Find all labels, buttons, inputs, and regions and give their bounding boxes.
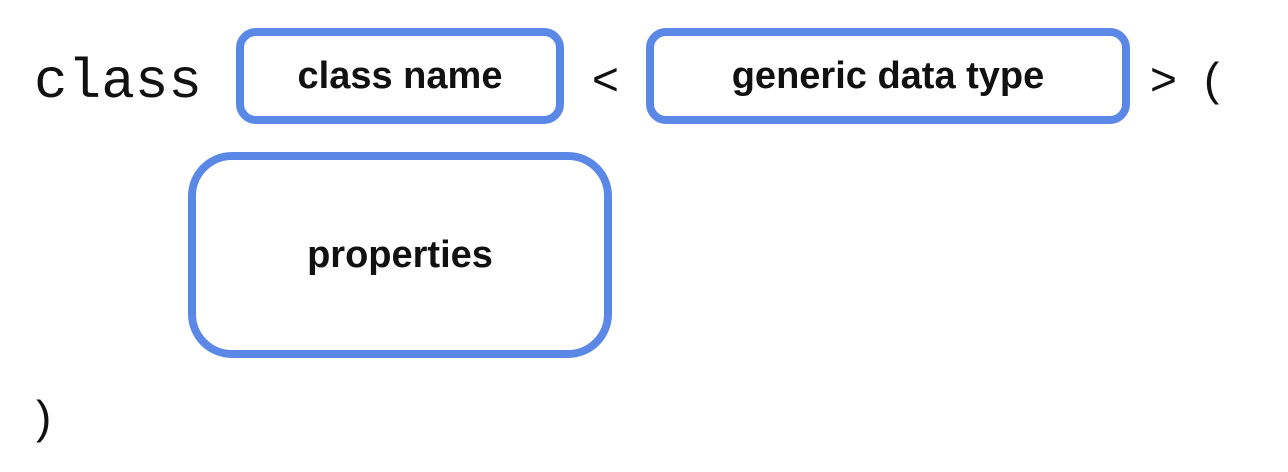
generic-data-type-box: generic data type [646, 28, 1130, 124]
class-keyword: class [34, 50, 203, 114]
class-name-box: class name [236, 28, 564, 124]
open-angle-bracket: < [592, 53, 619, 105]
open-paren: ( [1204, 53, 1220, 105]
generic-data-type-label: generic data type [731, 54, 1045, 97]
properties-box: properties [188, 152, 612, 358]
close-angle-bracket: > [1150, 53, 1177, 105]
close-paren: ) [36, 391, 52, 443]
class-name-label: class name [297, 54, 503, 97]
properties-label: properties [307, 233, 493, 276]
